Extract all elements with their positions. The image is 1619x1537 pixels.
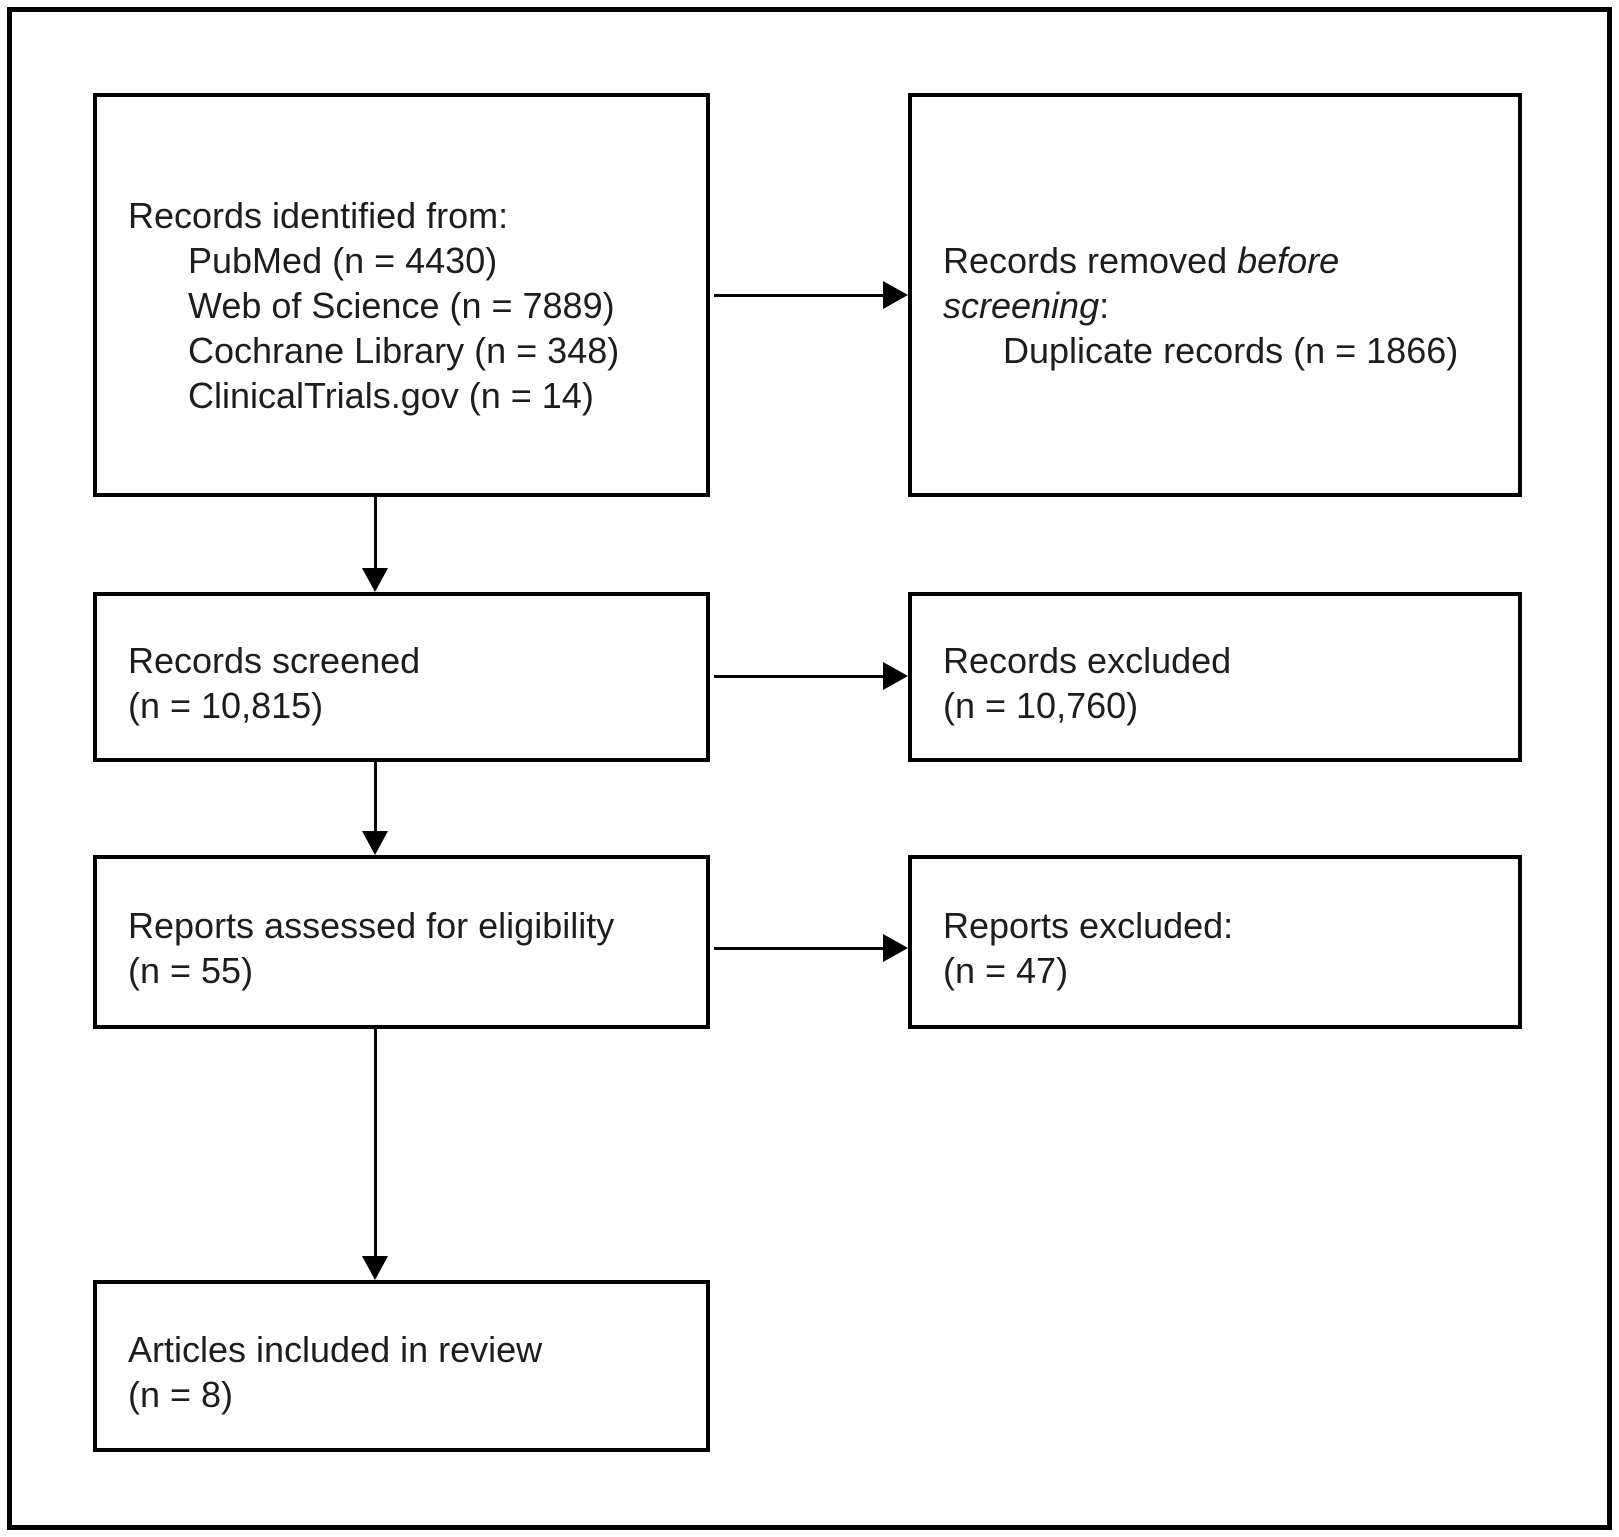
box-reports-assessed: Reports assessed for eligibility (n = 55… [93, 855, 710, 1029]
reports-assessed-count: (n = 55) [128, 950, 254, 991]
box-articles-included: Articles included in review (n = 8) [93, 1280, 710, 1452]
arrow-assessed-to-reports-excluded [714, 934, 908, 962]
records-excluded-label: Records excluded [943, 640, 1232, 681]
records-excluded-count: (n = 10,760) [943, 685, 1139, 726]
source-pubmed: PubMed (n = 4430) [188, 239, 498, 281]
source-web-of-science: Web of Science (n = 7889) [188, 284, 615, 326]
box-records-excluded: Records excluded (n = 10,760) [908, 592, 1522, 762]
source-clinicaltrials-gov: ClinicalTrials.gov (n = 14) [188, 374, 594, 416]
reports-excluded-label: Reports excluded: [943, 905, 1234, 946]
articles-included-label: Articles included in review [128, 1329, 543, 1370]
articles-included-count: (n = 8) [128, 1374, 234, 1415]
reports-assessed-label: Reports assessed for eligibility [128, 905, 615, 946]
arrow-identified-to-screened [362, 497, 388, 592]
box-records-removed-before-screening: Records removed before screening: Duplic… [908, 93, 1522, 497]
arrow-identified-to-removed [714, 281, 908, 309]
diagram-border-frame [7, 7, 1612, 1530]
arrow-screened-to-assessed [362, 762, 388, 855]
arrow-screened-to-excluded [714, 662, 908, 690]
box-records-identified: Records identified from: PubMed (n = 443… [93, 93, 710, 497]
records-screened-count: (n = 10,815) [128, 685, 324, 726]
source-cochrane-library: Cochrane Library (n = 348) [188, 329, 620, 371]
box-records-screened: Records screened (n = 10,815) [93, 592, 710, 762]
records-removed-heading: Records removed before screening: [943, 238, 1413, 328]
records-removed-heading-emphasis: before screening [943, 239, 1340, 326]
records-removed-heading-suffix: : [1099, 284, 1110, 326]
reports-excluded-count: (n = 47) [943, 950, 1069, 991]
arrow-assessed-to-included [362, 1029, 388, 1280]
box-reports-excluded: Reports excluded: (n = 47) [908, 855, 1522, 1029]
records-removed-heading-prefix: Records removed [943, 239, 1238, 281]
duplicate-records-count: Duplicate records (n = 1866) [1003, 329, 1459, 371]
records-screened-label: Records screened [128, 640, 421, 681]
records-identified-heading: Records identified from: [128, 194, 509, 236]
